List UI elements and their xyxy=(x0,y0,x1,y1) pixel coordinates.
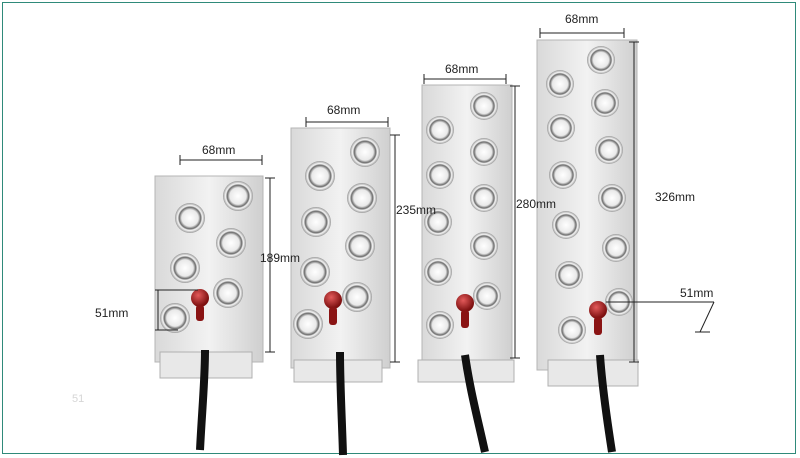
height-label-3: 280mm xyxy=(516,197,557,211)
float-switch xyxy=(324,291,342,325)
power-cable xyxy=(461,354,489,453)
width-label-2: 68mm xyxy=(327,103,361,117)
device-10-head xyxy=(417,84,515,453)
float-switch xyxy=(589,301,607,335)
width-label-3: 68mm xyxy=(445,62,479,76)
height-label-1: 189mm xyxy=(260,251,301,265)
device-6-head xyxy=(154,175,264,451)
spacing-label-right: 51mm xyxy=(680,286,714,300)
width-label-1: 68mm xyxy=(202,143,236,157)
image-frame xyxy=(2,2,796,454)
power-cable xyxy=(196,349,209,451)
disc xyxy=(160,181,253,333)
width-label-4: 68mm xyxy=(565,12,599,26)
device-12-head xyxy=(536,39,639,453)
spacing-label-left: 51mm xyxy=(95,306,129,320)
height-label-4: 326mm xyxy=(655,190,696,204)
disc xyxy=(546,46,633,344)
float-switch xyxy=(456,294,474,328)
device-8-head xyxy=(290,127,391,456)
disc xyxy=(424,92,501,339)
power-cable xyxy=(596,354,616,453)
dimension-lines xyxy=(155,28,715,363)
disc xyxy=(293,137,380,339)
height-label-2: 235mm xyxy=(396,203,437,217)
float-switch xyxy=(191,289,209,321)
power-cable xyxy=(336,351,347,456)
watermark-text: 51 xyxy=(72,393,85,405)
